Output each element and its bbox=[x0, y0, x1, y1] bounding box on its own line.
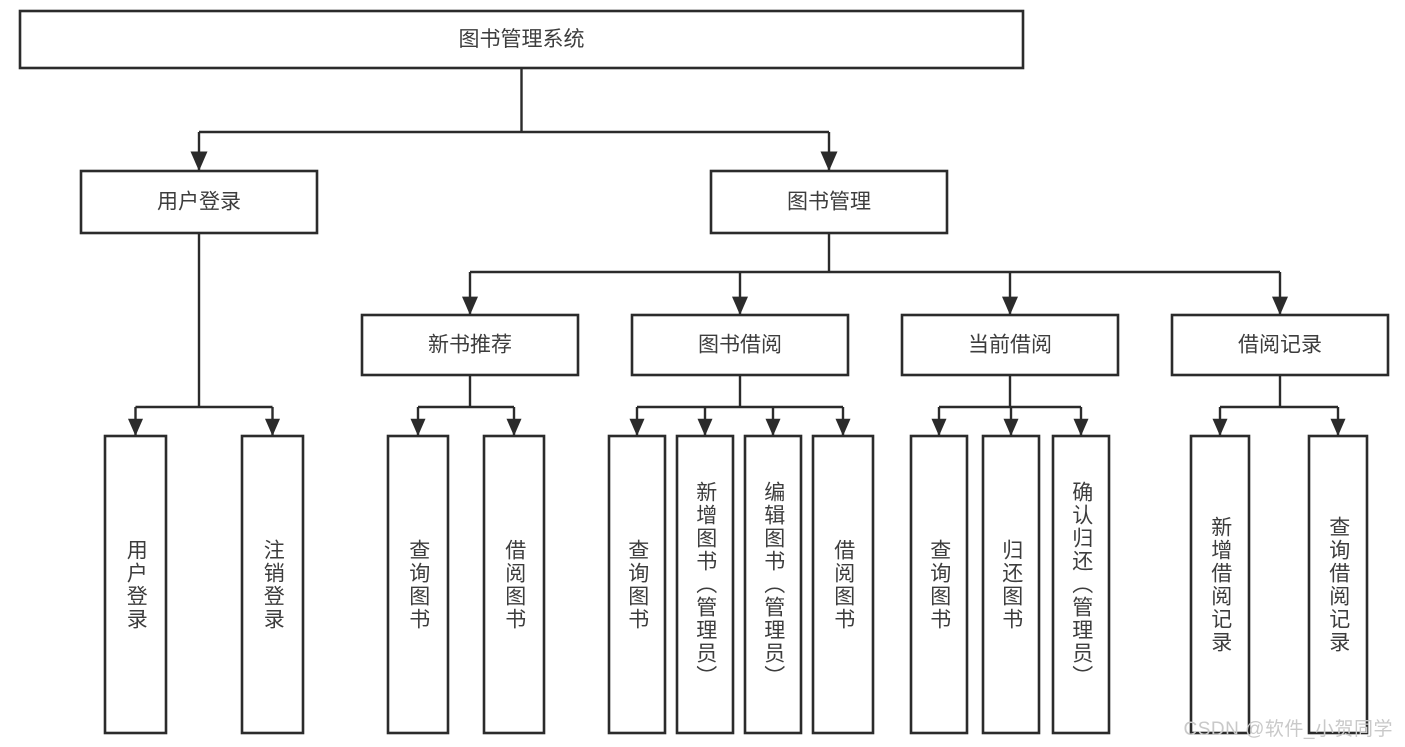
leaf-g1-2[interactable] bbox=[743, 434, 803, 735]
leaf-g2-1[interactable] bbox=[981, 434, 1041, 735]
node-level2-label-0: 新书推荐 bbox=[428, 334, 512, 357]
arrow-head bbox=[462, 296, 478, 315]
arrow-head bbox=[506, 418, 522, 436]
arrow-head bbox=[265, 418, 280, 436]
arrow-head bbox=[1330, 418, 1346, 436]
csdn-watermark: CSDN @软件_小贺同学 bbox=[1183, 719, 1393, 740]
leaf-g1-0[interactable] bbox=[607, 434, 667, 735]
node-level1-1[interactable] bbox=[709, 169, 949, 235]
node-root-label: 图书管理系统 bbox=[459, 28, 585, 51]
arrow-head bbox=[1003, 418, 1019, 436]
node-level1-label-1: 图书管理 bbox=[787, 191, 871, 214]
leaf-g2-2[interactable] bbox=[1051, 434, 1111, 735]
arrow-head bbox=[732, 296, 748, 315]
arrow-head bbox=[835, 418, 851, 436]
leaf-g3-0[interactable] bbox=[1189, 434, 1251, 735]
arrow-head bbox=[629, 418, 645, 436]
arrow-head bbox=[697, 418, 713, 436]
node-level2-0[interactable] bbox=[360, 313, 580, 377]
arrow-head bbox=[1272, 296, 1288, 315]
node-level2-2[interactable] bbox=[900, 313, 1120, 377]
arrow-head bbox=[410, 418, 426, 436]
node-root[interactable] bbox=[18, 9, 1025, 70]
node-level2-label-1: 图书借阅 bbox=[698, 334, 782, 357]
arrow-head bbox=[128, 418, 143, 436]
leaf-g1-1[interactable] bbox=[675, 434, 735, 735]
node-level2-3[interactable] bbox=[1170, 313, 1390, 377]
arrow-head bbox=[1212, 418, 1228, 436]
node-level2-label-2: 当前借阅 bbox=[968, 334, 1052, 357]
arrow-head bbox=[820, 151, 838, 171]
node-level2-1[interactable] bbox=[630, 313, 850, 377]
arrow-head bbox=[931, 418, 947, 436]
arrow-head bbox=[765, 418, 781, 436]
node-boxes bbox=[18, 9, 1390, 735]
leaf-userlogin-1[interactable] bbox=[240, 434, 305, 735]
leaf-userlogin-0[interactable] bbox=[103, 434, 168, 735]
leaf-g0-1[interactable] bbox=[482, 434, 546, 735]
leaf-g2-0[interactable] bbox=[909, 434, 969, 735]
leaf-g1-3[interactable] bbox=[811, 434, 875, 735]
leaf-g3-1[interactable] bbox=[1307, 434, 1369, 735]
node-level1-0[interactable] bbox=[79, 169, 319, 235]
leaf-g0-0[interactable] bbox=[386, 434, 450, 735]
node-level1-label-0: 用户登录 bbox=[157, 191, 241, 214]
node-level2-label-3: 借阅记录 bbox=[1238, 334, 1322, 357]
arrow-head bbox=[190, 151, 208, 171]
arrow-head bbox=[1002, 296, 1018, 315]
arrow-head bbox=[1073, 418, 1089, 436]
connector-lines bbox=[128, 68, 1346, 436]
